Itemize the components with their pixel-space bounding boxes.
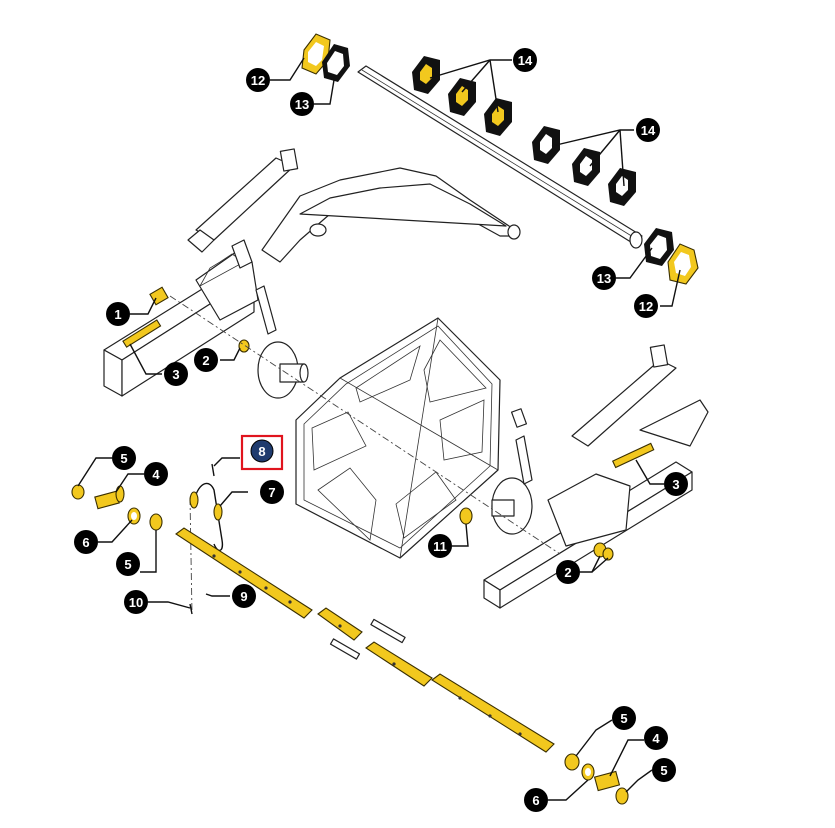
callout-label: 4 [152, 467, 160, 482]
right-frame-tube [483, 399, 709, 609]
callout-label: 2 [564, 565, 571, 580]
callout-13-upper[interactable]: 13 [290, 92, 314, 116]
upper-shaft [357, 65, 643, 249]
callout-13-lower[interactable]: 13 [592, 266, 616, 290]
callout-5-left-bottom[interactable]: 5 [116, 552, 140, 576]
callout-3-right[interactable]: 3 [664, 472, 688, 496]
callout-label: 9 [240, 589, 247, 604]
leader-lines [77, 57, 681, 801]
bushing-5-right-top [564, 753, 580, 771]
callout-10[interactable]: 10 [124, 590, 148, 614]
callout-label: 3 [172, 367, 179, 382]
callout-label: 6 [532, 793, 539, 808]
callout-label: 3 [672, 477, 679, 492]
callout-8-selected[interactable]: 8 [250, 439, 274, 463]
callout-label: 5 [124, 557, 131, 572]
left-hub-disc [257, 341, 309, 399]
bearing-4-left [94, 485, 125, 510]
bushing-5-left-top [71, 484, 85, 500]
pin-10 [189, 603, 193, 615]
callout-7[interactable]: 7 [260, 480, 284, 504]
callout-4-right[interactable]: 4 [644, 726, 668, 750]
callout-label: 11 [433, 539, 447, 554]
callout-11[interactable]: 11 [428, 534, 452, 558]
bushings-2-right [593, 542, 614, 561]
shaft-holes [212, 554, 522, 736]
selection-box [240, 434, 284, 471]
right-hub-disc [491, 477, 533, 535]
bearing-4-right [593, 770, 621, 792]
callout-label: 10 [129, 595, 143, 610]
callout-label: 5 [620, 711, 627, 726]
callout-3-left[interactable]: 3 [164, 362, 188, 386]
bushing-5-left-bottom [149, 513, 163, 531]
bushing-2-left [238, 339, 250, 353]
callout-label: 1 [114, 307, 121, 322]
bushing-11 [459, 507, 473, 525]
callout-label: 8 [258, 444, 265, 459]
sprocket-14-group-a [412, 56, 512, 136]
callout-label: 12 [639, 299, 653, 314]
callout-label: 13 [597, 271, 611, 286]
left-frame-tube [103, 251, 259, 397]
hexagonal-frame-plate [295, 317, 501, 559]
washer-6-left [127, 507, 141, 525]
callout-9[interactable]: 9 [232, 584, 256, 608]
callout-5-right-top[interactable]: 5 [612, 706, 636, 730]
sprocket-13-upper [322, 44, 350, 82]
callout-2-right[interactable]: 2 [556, 560, 580, 584]
callout-14-upper[interactable]: 14 [513, 48, 537, 72]
callout-12-lower[interactable]: 12 [634, 294, 658, 318]
left-arm [261, 167, 521, 263]
washer-6-right [581, 763, 595, 781]
left-pawl [231, 239, 277, 335]
callout-2-left[interactable]: 2 [194, 348, 218, 372]
callout-label: 14 [641, 123, 656, 138]
callout-1[interactable]: 1 [106, 302, 130, 326]
sprocket-12-lower [667, 243, 699, 285]
sprocket-13-lower [644, 228, 674, 266]
right-cylinder [571, 344, 677, 447]
callout-label: 5 [120, 451, 127, 466]
callout-label: 13 [295, 97, 309, 112]
callout-label: 12 [251, 73, 265, 88]
sprocket-14-group-b [532, 126, 636, 206]
callout-label: 14 [518, 53, 533, 68]
callout-label: 7 [268, 485, 275, 500]
right-pawl [510, 408, 533, 485]
callout-label: 4 [652, 731, 660, 746]
bushing-5-right-bottom [615, 787, 629, 805]
callout-5-left-top[interactable]: 5 [112, 446, 136, 470]
callout-6-left[interactable]: 6 [74, 530, 98, 554]
callout-12-upper[interactable]: 12 [246, 68, 270, 92]
callout-14-lower[interactable]: 14 [636, 118, 660, 142]
shaft-9 [175, 527, 555, 753]
callout-6-right[interactable]: 6 [524, 788, 548, 812]
callout-label: 2 [202, 353, 209, 368]
pin-8 [211, 463, 215, 477]
callout-5-right-bottom[interactable]: 5 [652, 758, 676, 782]
bushing-1 [149, 286, 169, 306]
callout-4-left[interactable]: 4 [144, 462, 168, 486]
left-cylinder [187, 148, 299, 253]
callout-label: 5 [660, 763, 667, 778]
callout-label: 6 [82, 535, 89, 550]
